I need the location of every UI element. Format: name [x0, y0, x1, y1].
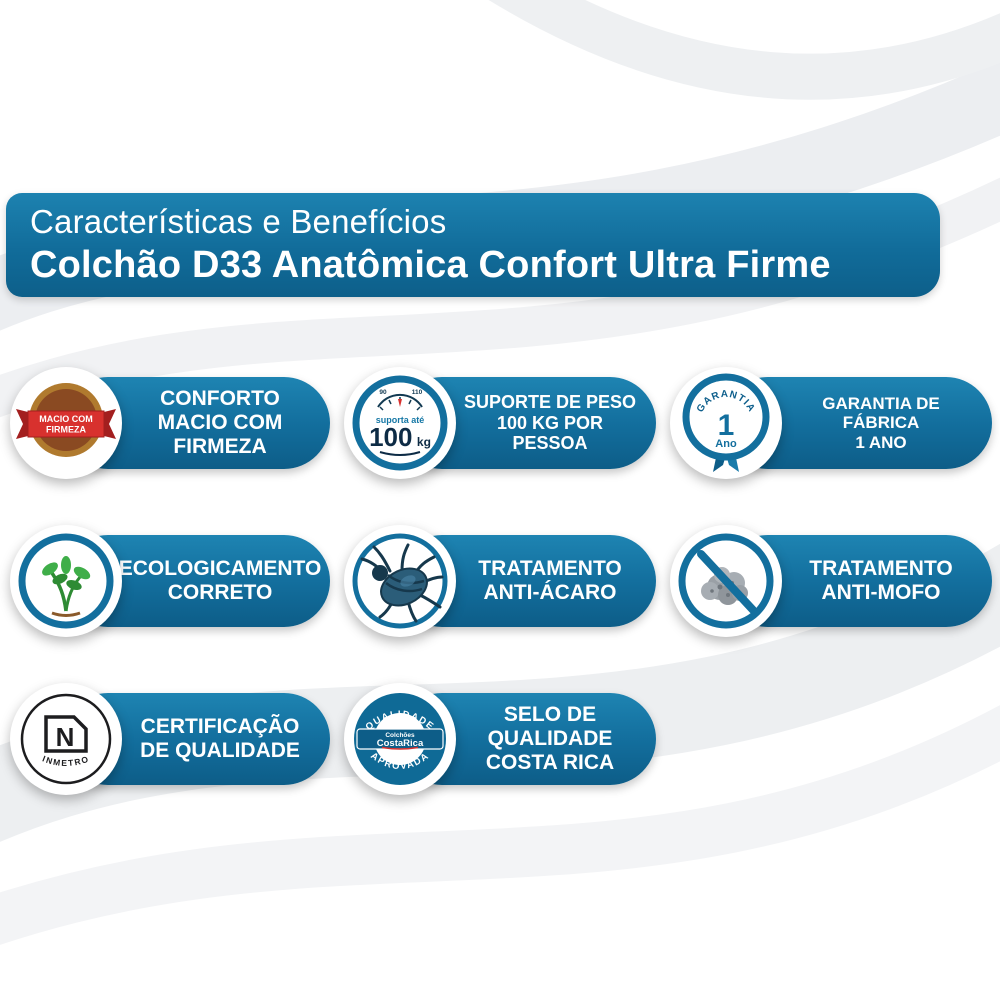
- feature-card-ecologico: ECOLOGICAMENTO CORRETO: [10, 524, 330, 638]
- no-mold-graphic: [678, 533, 774, 629]
- inmetro-logo-graphic: N INMETRO: [20, 693, 112, 785]
- feature-card-suporte-peso: SUPORTE DE PESO 100 KG POR PESSOA 90 110…: [344, 366, 656, 480]
- feature-label: SUPORTE DE PESO 100 KG POR PESSOA: [463, 392, 637, 454]
- ribbon-seal-graphic: MACIO COM FIRMEZA: [16, 383, 116, 457]
- inmetro-brand-text: INMETRO: [41, 753, 89, 768]
- header-subtitle: Características e Benefícios: [30, 203, 447, 240]
- inmetro-logo-icon: N INMETRO: [10, 683, 122, 795]
- no-mold-icon: [670, 525, 782, 637]
- feature-card-garantia: GARANTIA DE FÁBRICA 1 ANO GARANTIA 1 Ano: [670, 366, 992, 480]
- scale-dial-left: 90: [379, 389, 387, 396]
- feature-label: TRATAMENTO ANTI-ÁCARO: [478, 557, 622, 604]
- eco-plant-graphic: [18, 533, 114, 629]
- feature-card-anti-acaro: TRATAMENTO ANTI-ÁCARO: [344, 524, 656, 638]
- inmetro-wordmark: INMETRO: [41, 753, 91, 768]
- feature-label: CONFORTO MACIO COM FIRMEZA: [157, 387, 283, 458]
- medal-unit: Ano: [715, 438, 737, 450]
- seal-brand-bottom: CostaRica: [377, 738, 424, 749]
- costa-rica-seal-graphic: QUALIDADE APROVADA Colchões CostaRica: [354, 693, 446, 785]
- feature-card-conforto: CONFORTO MACIO COM FIRMEZA MACIO COM FIR…: [10, 366, 330, 480]
- features-grid: CONFORTO MACIO COM FIRMEZA MACIO COM FIR…: [10, 366, 992, 796]
- dust-mite-icon: [344, 525, 456, 637]
- inmetro-letter: N: [56, 722, 75, 752]
- header-title: Colchão D33 Anatômica Confort Ultra Firm…: [30, 244, 831, 286]
- scale-small-text: suporta até: [376, 415, 425, 425]
- warranty-medal-graphic: GARANTIA 1 Ano: [682, 373, 770, 472]
- ribbon-text-line2: FIRMEZA: [46, 425, 86, 435]
- scale-value-text: 100 kg: [369, 422, 431, 452]
- weight-scale-graphic: 90 110 suporta até 100 kg: [352, 375, 448, 471]
- scale-value: 100: [369, 422, 412, 452]
- dust-mite-graphic: [352, 533, 448, 629]
- warranty-medal-icon: GARANTIA 1 Ano: [670, 367, 782, 479]
- feature-card-anti-mofo: TRATAMENTO ANTI-MOFO: [670, 524, 992, 638]
- costa-rica-quality-seal-icon: QUALIDADE APROVADA Colchões CostaRica: [344, 683, 456, 795]
- macio-firmeza-seal-icon: MACIO COM FIRMEZA: [10, 367, 122, 479]
- scale-dial-right: 110: [412, 389, 423, 396]
- ribbon-text-line1: MACIO COM: [39, 414, 93, 424]
- seal-brand-top: Colchões: [385, 732, 415, 739]
- medal-value: 1: [718, 409, 735, 442]
- feature-card-selo-costa-rica: SELO DE QUALIDADE COSTA RICA QUALIDADE A…: [344, 682, 656, 796]
- feature-label: SELO DE QUALIDADE COSTA RICA: [485, 703, 615, 774]
- weight-scale-icon: 90 110 suporta até 100 kg: [344, 367, 456, 479]
- feature-label: TRATAMENTO ANTI-MOFO: [809, 557, 953, 604]
- feature-label: CERTIFICAÇÃO DE QUALIDADE: [140, 715, 300, 762]
- feature-label: GARANTIA DE FÁBRICA 1 ANO: [822, 393, 940, 452]
- feature-label: ECOLOGICAMENTO CORRETO: [118, 557, 322, 604]
- scale-unit: kg: [417, 435, 431, 449]
- feature-card-certificacao: CERTIFICAÇÃO DE QUALIDADE N INMETRO: [10, 682, 330, 796]
- eco-plant-icon: [10, 525, 122, 637]
- header-banner: Características e Benefícios Colchão D33…: [6, 193, 940, 297]
